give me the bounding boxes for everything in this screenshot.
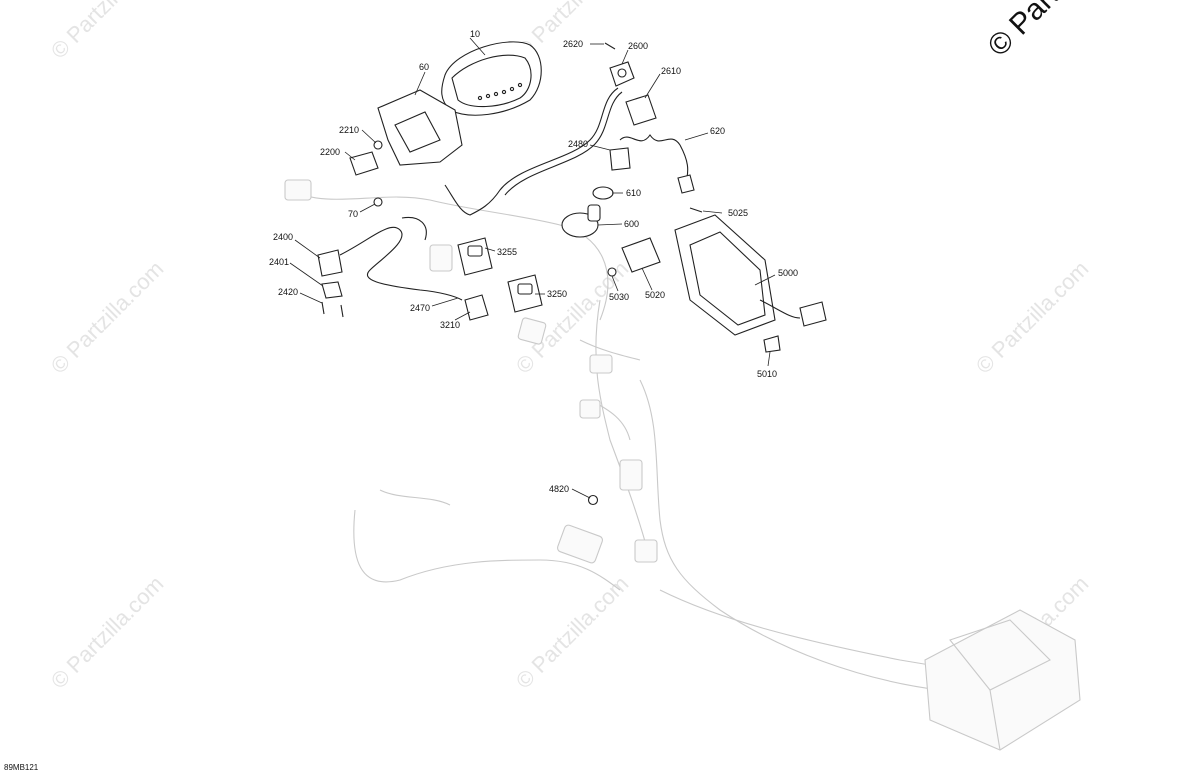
callout-70: 70: [348, 209, 358, 219]
watermark-layer: © Partzilla.com © Partzilla.com © Partzi…: [46, 0, 1094, 694]
harness-2470: [339, 226, 463, 301]
connector-3210: [464, 294, 489, 321]
diagram-code: 89MB121: [4, 763, 39, 772]
callout-2470: 2470: [410, 303, 430, 313]
clip-5010: [763, 335, 781, 353]
switch-3255: [457, 237, 493, 276]
switch-2400: [317, 249, 343, 277]
callout-2401: 2401: [269, 257, 289, 267]
bracket-2401: [321, 281, 343, 299]
callout-5010: 5010: [757, 369, 777, 379]
ring-610: [592, 186, 614, 200]
corner-watermark: © Partz: [982, 0, 1076, 63]
watermark: © Partzilla.com: [46, 0, 169, 64]
screw-2420a: [321, 301, 325, 315]
callout-3255: 3255: [497, 247, 517, 257]
callout-3250: 3250: [547, 289, 567, 299]
watermark: © Partzilla.com: [46, 256, 169, 379]
starter-switch-600: [561, 204, 601, 238]
parts-layer: [317, 41, 827, 506]
callout-4820: 4820: [549, 484, 569, 494]
cluster-bracket: [377, 89, 463, 166]
callout-10: 10: [470, 29, 480, 39]
switch-2600: [609, 61, 635, 87]
callout-620: 620: [710, 126, 725, 136]
nut-5030: [607, 267, 617, 277]
callout-2210: 2210: [339, 125, 359, 135]
watermark: © Partzilla.com: [971, 256, 1094, 379]
harness-2480: [444, 87, 619, 216]
housing-2610: [625, 94, 657, 126]
bracket-5020: [621, 237, 661, 273]
grommet-70: [373, 197, 383, 207]
callout-2400: 2400: [273, 232, 293, 242]
callout-60: 60: [419, 62, 429, 72]
leader-lines: [289, 37, 776, 499]
callout-5030: 5030: [609, 292, 629, 302]
callout-labels: 10 60 2620 2600 2610 620 2210 2200 2480 …: [269, 29, 798, 494]
screw-2620: [604, 42, 616, 50]
callout-2600: 2600: [628, 41, 648, 51]
callout-2420: 2420: [278, 287, 298, 297]
switch-3250: [507, 274, 543, 313]
callout-5025: 5025: [728, 208, 748, 218]
ecm-5000: [674, 214, 827, 336]
connector-2200: [349, 151, 379, 176]
callout-2200: 2200: [320, 147, 340, 157]
callout-600: 600: [624, 219, 639, 229]
callout-610: 610: [626, 188, 641, 198]
callout-2610: 2610: [661, 66, 681, 76]
screw-2420b: [340, 304, 344, 318]
screw-5025: [689, 207, 703, 213]
background-harness: [284, 179, 1081, 751]
callout-5000: 5000: [778, 268, 798, 278]
callout-5020: 5020: [645, 290, 665, 300]
callout-3210: 3210: [440, 320, 460, 330]
callout-2620: 2620: [563, 39, 583, 49]
instrument-cluster: [441, 41, 542, 116]
nut-4820: [587, 494, 599, 506]
callout-2480: 2480: [568, 139, 588, 149]
lanyard-620: [619, 134, 689, 186]
watermark: © Partzilla.com: [46, 571, 169, 694]
watermark: © Partzilla.com: [511, 571, 634, 694]
